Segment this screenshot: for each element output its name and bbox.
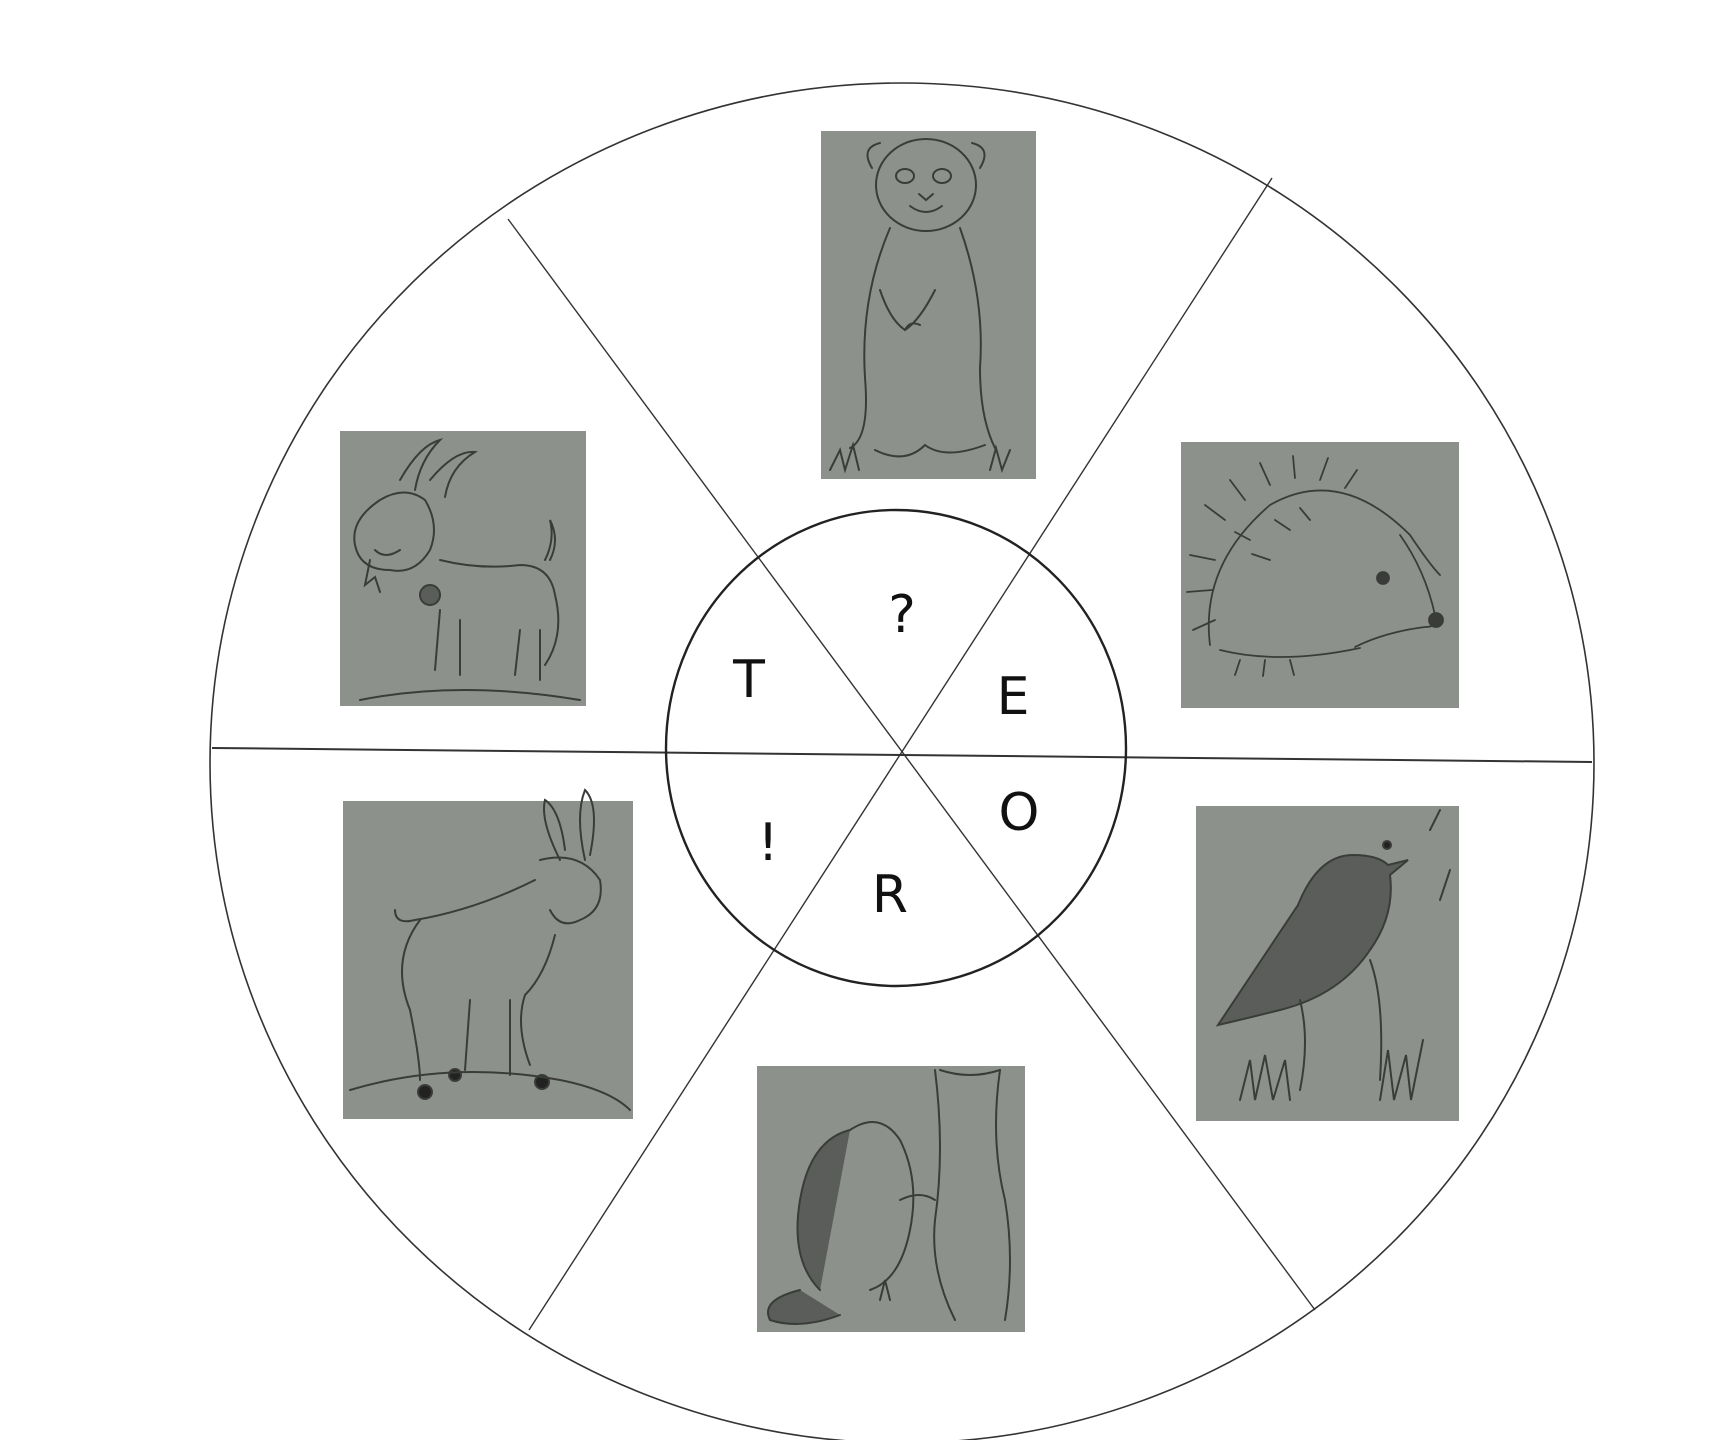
letter-e: E	[997, 667, 1030, 727]
inner-circle	[664, 508, 1128, 988]
hedgehog-icon	[1181, 442, 1459, 708]
outer-circle	[209, 82, 1595, 1440]
meerkat-icon	[821, 131, 1036, 479]
beaver-icon	[757, 1066, 1025, 1332]
letter-question: ?	[888, 585, 916, 645]
letter-r: R	[872, 865, 908, 925]
letter-o: O	[999, 783, 1040, 843]
letter-exclamation: !	[758, 813, 779, 873]
letter-t: T	[732, 650, 765, 710]
divider-diagonal-left	[507, 218, 1316, 1311]
divider-horizontal	[211, 747, 1593, 763]
goat-icon	[340, 431, 586, 706]
blackbird-icon	[1196, 806, 1459, 1121]
ibex-icon	[343, 788, 633, 1119]
divider-diagonal-right	[528, 177, 1273, 1331]
